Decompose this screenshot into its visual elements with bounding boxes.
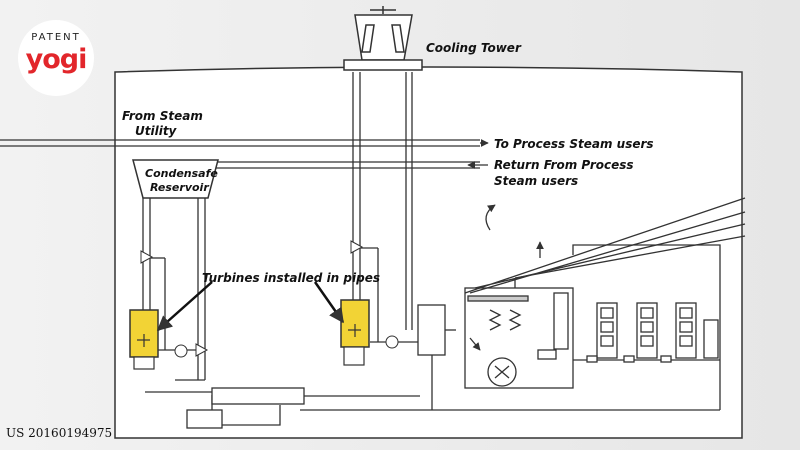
logo-text-bottom: yogi [25,44,88,75]
turbine-callout-arrows [156,281,345,331]
left-valves [140,250,209,358]
to-process-steam-users-label: To Process Steam users [494,137,654,151]
logo-text-top: PATENT [31,32,81,43]
right-turbine [340,299,370,366]
from-steam-utility-label-2: Utility [135,124,178,138]
from-steam-utility-label-1: From Steam [122,109,203,123]
fan-coil-units [300,302,721,411]
cooling-tower [343,6,423,71]
condensate-reservoir [132,159,219,199]
steam-headers [0,139,489,169]
cooling-tower-label: Cooling Tower [426,41,522,55]
condensate-reservoir-label-1: Condensafe [145,167,218,180]
return-from-process-label-2: Steam users [494,174,578,188]
return-from-process-label-1: Return From Process [494,158,634,172]
condensate-reservoir-label-2: Reservoir [150,181,209,194]
patent-number: US 20160194975 [6,426,113,440]
tower-valves [350,240,399,349]
turbines-callout-label: Turbines installed in pipes [202,271,380,285]
patentyogi-logo: PATENT yogi [18,20,94,96]
hvac-unit [464,197,746,389]
heat-exchanger [186,304,456,429]
tower-pipework [352,72,433,410]
building-outline [114,66,743,439]
left-turbine [129,309,159,370]
